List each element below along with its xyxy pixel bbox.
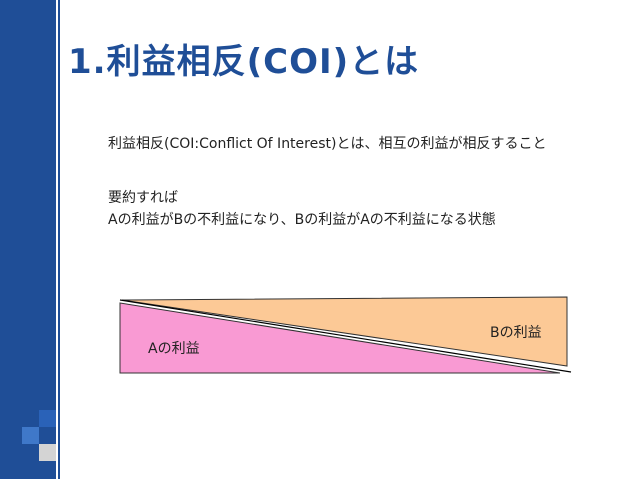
accent-divider-line [58, 0, 60, 479]
accent-tile [39, 410, 56, 427]
conflict-diagram [119, 296, 572, 374]
accent-tile [39, 461, 56, 478]
divider-line [119, 299, 572, 373]
label-b: Bの利益 [490, 325, 542, 341]
intro-text: 利益相反(COI:Conflict Of Interest)とは、相互の利益が相… [108, 136, 547, 152]
slide-title: 1.利益相反(COI)とは [68, 42, 420, 82]
left-accent-bar [0, 0, 56, 479]
region-b [121, 296, 568, 367]
accent-tile [39, 444, 56, 461]
summary-text: 要約すれば Aの利益がBの不利益になり、Bの利益がAの不利益になる状態 [108, 187, 496, 231]
summary-line: Aの利益がBの不利益になり、Bの利益がAの不利益になる状態 [108, 212, 496, 228]
accent-tile [22, 427, 39, 444]
region-a [119, 302, 561, 374]
label-a: Aの利益 [148, 341, 200, 357]
summary-line: 要約すれば [108, 190, 178, 206]
